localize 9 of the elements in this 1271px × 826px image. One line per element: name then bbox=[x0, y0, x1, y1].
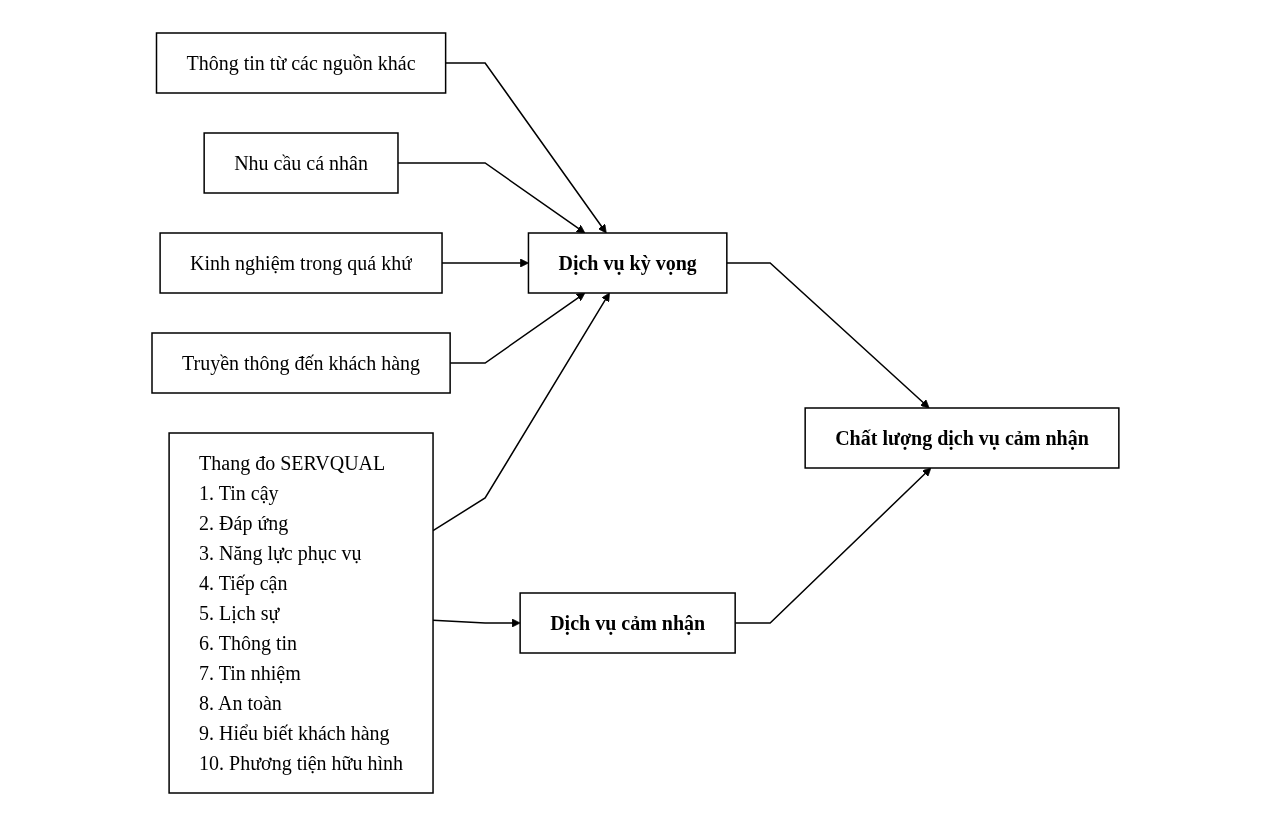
node-box: Truyền thông đến khách hàng bbox=[151, 332, 451, 394]
node-box: Dịch vụ cảm nhận bbox=[519, 592, 736, 654]
arrow bbox=[726, 262, 930, 409]
node-box: Nhu cầu cá nhân bbox=[203, 132, 399, 194]
node-box: Thang đo SERVQUAL 1. Tin cậy 2. Đáp ứng 3. Năng lực phục vụ 4. Tiếp cận 5. Lịch sự 6. Thông tin 7. Tin nhiệm 8. An toàn 9. Hiểu biết khách hàng 10. Phương tiện hữu hình bbox=[168, 432, 434, 794]
node-box: Dịch vụ kỳ vọng bbox=[527, 232, 728, 294]
node-box: Kinh nghiệm trong quá khứ bbox=[159, 232, 443, 294]
node-box: Chất lượng dịch vụ cảm nhận bbox=[804, 407, 1120, 469]
node-box: Thông tin từ các nguồn khác bbox=[155, 32, 447, 94]
